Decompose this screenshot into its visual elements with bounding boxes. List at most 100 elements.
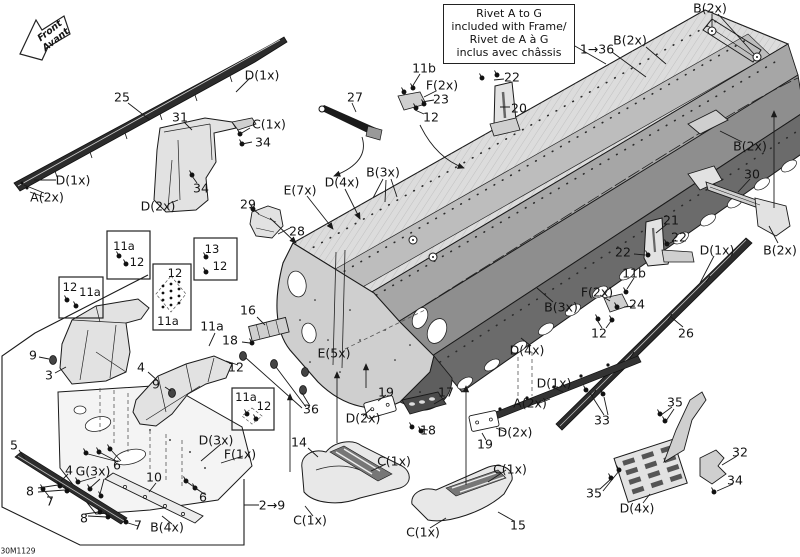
label-11b: 11b — [412, 61, 436, 76]
label-29: 29 — [240, 197, 256, 212]
label-34: 34 — [727, 473, 743, 488]
label-34: 34 — [255, 135, 271, 150]
label-35: 35 — [586, 486, 602, 501]
label-e5x: E(5x) — [317, 346, 350, 361]
label-29: 2→9 — [259, 498, 285, 513]
footrest-14 — [301, 441, 410, 504]
label-e7x: E(7x) — [283, 183, 316, 198]
label-13: 13 — [205, 242, 220, 256]
label-12: 12 — [257, 399, 272, 413]
truss-4 — [132, 355, 233, 427]
label-7: 7 — [134, 518, 142, 533]
label-23: 23 — [433, 92, 449, 107]
label-c1x: C(1x) — [377, 454, 411, 469]
latch-plate-24 — [603, 293, 629, 313]
label-12: 12 — [63, 280, 78, 294]
bracket-28-29 — [249, 205, 284, 239]
label-b2x: B(2x) — [733, 139, 767, 154]
label-36: 36 — [303, 402, 319, 417]
group-2-9-outline — [1, 274, 259, 546]
label-12: 12 — [168, 266, 183, 280]
label-b3x: B(3x) — [544, 300, 578, 315]
frame-tunnel — [291, 9, 800, 393]
label-31: 31 — [172, 110, 188, 125]
label-33: 33 — [594, 413, 610, 428]
label-12: 12 — [213, 259, 228, 273]
rivet-note-box: Rivet A to G included with Frame/ Rivet … — [443, 4, 575, 64]
label-d4x: D(4x) — [510, 343, 545, 358]
label-b2x: B(2x) — [693, 1, 727, 16]
note-line-1: Rivet A to G — [476, 7, 542, 20]
label-a2x: A(2x) — [30, 190, 64, 205]
label-30m1129: 30M1129 — [0, 547, 35, 556]
label-22: 22 — [615, 245, 631, 260]
label-21: 21 — [663, 213, 679, 228]
label-8: 8 — [80, 511, 88, 526]
note-line-3: Rivet de A à G — [469, 32, 549, 46]
label-14: 14 — [291, 435, 307, 450]
callout-box — [106, 230, 151, 280]
label-28: 28 — [289, 224, 305, 239]
label-d2x: D(2x) — [141, 199, 176, 214]
support-arm-35 — [663, 391, 707, 464]
front-direction-arrow — [19, 15, 71, 61]
callout-boxes — [58, 230, 275, 431]
label-34: 34 — [193, 181, 209, 196]
label-11a: 11a — [200, 319, 224, 334]
rail-26 — [555, 237, 753, 431]
label-f2x: F(2x) — [426, 78, 458, 93]
rail-5 — [14, 451, 128, 525]
bracket-21 — [643, 217, 695, 267]
note-line-4: inclus avec châssis — [456, 45, 562, 59]
label-d4x: D(4x) — [620, 501, 655, 516]
label-7: 7 — [46, 494, 54, 509]
label-5: 5 — [10, 438, 18, 453]
floor-plate — [57, 384, 253, 515]
label-4: 4 — [137, 360, 145, 375]
label-9: 9 — [152, 377, 160, 392]
label-12: 12 — [228, 360, 244, 375]
bracket-32 — [699, 449, 727, 485]
label-d1x: D(1x) — [56, 173, 91, 188]
label-20: 20 — [511, 101, 527, 116]
label-d2x: D(2x) — [346, 411, 381, 426]
assembly-arrows — [269, 110, 778, 485]
bumper-30 — [687, 165, 791, 237]
label-4: 4 — [65, 463, 73, 478]
callout-box — [152, 263, 192, 331]
label-9: 9 — [29, 348, 37, 363]
label-24: 24 — [629, 297, 645, 312]
label-d4x: D(4x) — [325, 175, 360, 190]
label-d3x: D(3x) — [199, 433, 234, 448]
label-6: 6 — [113, 458, 121, 473]
bracket-31 — [153, 117, 257, 213]
label-18: 18 — [420, 423, 436, 438]
footrest-15 — [411, 465, 513, 522]
label-8: 8 — [26, 484, 34, 499]
label-f2x: F(2x) — [581, 285, 613, 300]
label-136: 1→36 — [580, 42, 614, 57]
label-19: 19 — [477, 437, 493, 452]
label-c1x: C(1x) — [252, 117, 286, 132]
label-12: 12 — [130, 255, 145, 269]
leader-lines — [18, 13, 779, 529]
label-11a: 11a — [235, 390, 257, 404]
label-b2x: B(2x) — [613, 33, 647, 48]
label-c1x: C(1x) — [406, 525, 440, 540]
label-a2x: A(2x) — [513, 396, 547, 411]
truss-3 — [59, 298, 150, 385]
label-30: 30 — [744, 167, 760, 182]
label-11a: 11a — [113, 239, 135, 253]
label-d1x: D(1x) — [537, 376, 572, 391]
label-27: 27 — [347, 90, 363, 105]
label-18: 18 — [222, 333, 238, 348]
note-line-2: included with Frame/ — [451, 19, 567, 33]
label-6: 6 — [199, 490, 207, 505]
label-d1x: D(1x) — [700, 243, 735, 258]
label-25: 25 — [114, 90, 130, 105]
label-g3x: G(3x) — [76, 464, 111, 479]
rear-closure-bracket — [687, 18, 762, 135]
strut-27 — [318, 105, 383, 141]
label-17: 17 — [438, 385, 454, 400]
